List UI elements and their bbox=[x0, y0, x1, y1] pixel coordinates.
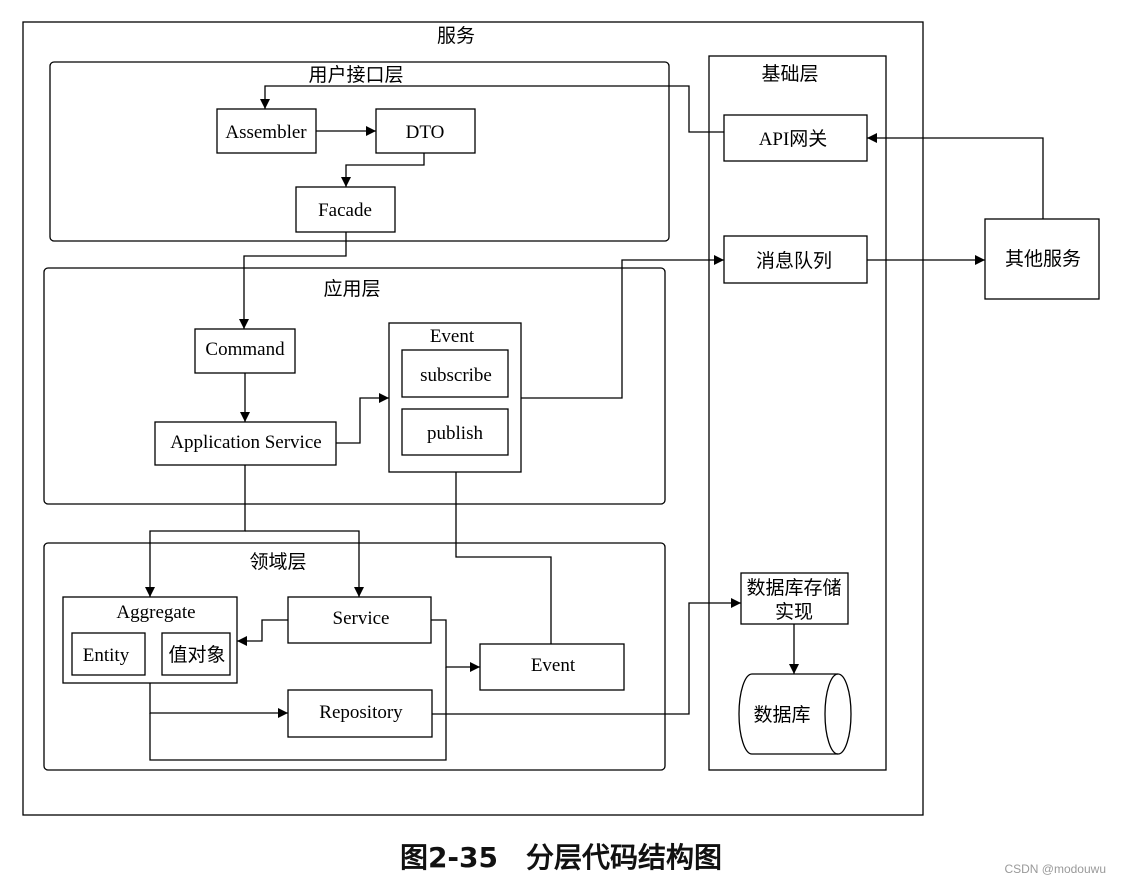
arrow-other-services-to-api-gateway bbox=[867, 133, 1044, 219]
connectors bbox=[145, 85, 1044, 761]
arrow-domain-service-to-domain-event bbox=[431, 619, 480, 672]
command-label: Command bbox=[205, 339, 285, 360]
figure-caption: 图2-35 分层代码结构图 bbox=[399, 841, 723, 874]
database-label: 数据库 bbox=[753, 704, 810, 726]
domain-layer-frame bbox=[43, 542, 666, 771]
app-layer-title: 应用层 bbox=[323, 278, 380, 300]
ui-layer-title: 用户接口层 bbox=[308, 64, 403, 86]
assembler-label: Assembler bbox=[225, 122, 307, 143]
db-impl-label-line1: 数据库存储 bbox=[746, 577, 841, 599]
publish-label: publish bbox=[427, 423, 483, 444]
arrow-dto-to-facade bbox=[341, 153, 425, 187]
arrow-aggregate-to-repository bbox=[149, 683, 288, 718]
arrow-app-service-to-aggregate bbox=[145, 465, 246, 597]
arrow-repository-to-db-impl bbox=[432, 598, 741, 715]
ui-layer-frame bbox=[49, 61, 670, 242]
service-frame bbox=[22, 21, 924, 816]
entity-box bbox=[71, 632, 146, 676]
infra-layer-title: 基础层 bbox=[761, 63, 818, 85]
service-title: 服务 bbox=[437, 25, 475, 47]
value-object-box bbox=[161, 632, 231, 676]
subscribe-box bbox=[401, 349, 509, 398]
domain-event-box bbox=[479, 643, 625, 691]
domain-event-label: Event bbox=[531, 655, 576, 676]
api-gateway-label: API网关 bbox=[759, 128, 828, 150]
watermark: CSDN @modouwu bbox=[1004, 862, 1106, 876]
message-queue-label: 消息队列 bbox=[756, 250, 832, 272]
command-box bbox=[194, 328, 296, 374]
facade-box bbox=[295, 186, 396, 233]
publish-box bbox=[401, 408, 509, 456]
other-services-box bbox=[984, 218, 1100, 300]
db-impl-box bbox=[740, 572, 849, 625]
subscribe-label: subscribe bbox=[420, 365, 492, 386]
dto-label: DTO bbox=[406, 122, 445, 143]
repository-label: Repository bbox=[319, 702, 403, 723]
arrow-app-service-to-event bbox=[336, 393, 389, 444]
database-cylinder bbox=[738, 673, 852, 755]
value-object-label: 值对象 bbox=[168, 644, 225, 666]
arrow-facade-to-command bbox=[239, 232, 347, 329]
event-group-label: Event bbox=[430, 326, 475, 347]
repository-box bbox=[287, 689, 433, 738]
aggregate-label: Aggregate bbox=[116, 602, 195, 623]
domain-layer-title: 领域层 bbox=[249, 551, 306, 573]
domain-service-box bbox=[287, 596, 432, 644]
app-layer-frame bbox=[43, 267, 666, 505]
arrow-app-service-to-domain-service bbox=[245, 530, 364, 597]
application-service-label: Application Service bbox=[170, 432, 321, 453]
arrow-api-gateway-to-assembler bbox=[260, 85, 724, 133]
db-impl-label-line2: 实现 bbox=[775, 601, 813, 623]
entity-label: Entity bbox=[83, 645, 130, 666]
facade-label: Facade bbox=[318, 200, 372, 221]
infra-layer-frame bbox=[708, 55, 887, 771]
line-event-to-domain-event bbox=[455, 472, 552, 644]
arrow-event-to-message-queue bbox=[521, 255, 724, 399]
arrow-domain-service-to-aggregate bbox=[237, 619, 288, 646]
application-service-box bbox=[154, 421, 337, 466]
domain-service-label: Service bbox=[333, 608, 390, 629]
other-services-label: 其他服务 bbox=[1005, 248, 1081, 270]
